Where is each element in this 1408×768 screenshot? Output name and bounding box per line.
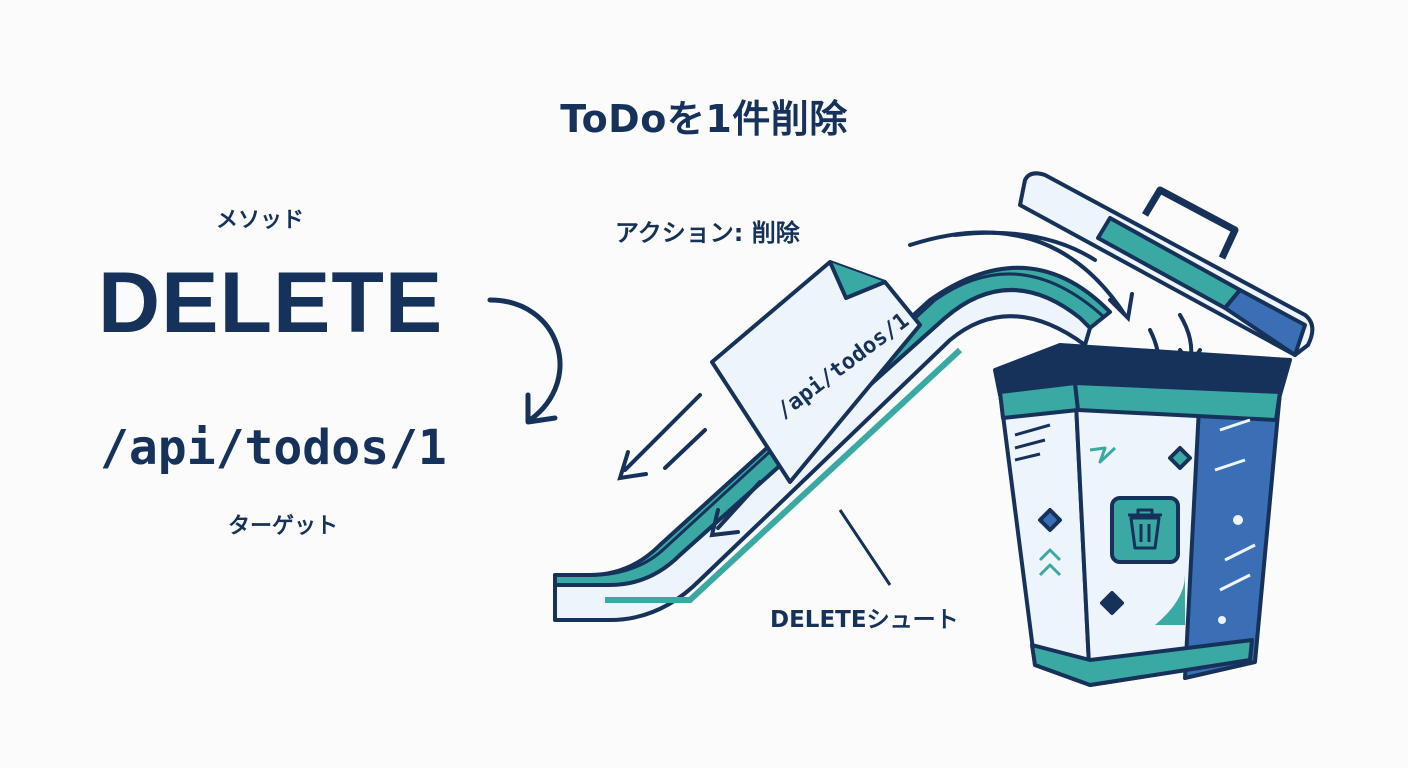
method-label: メソッド [216,208,305,233]
page-title: ToDoを1件削除 [560,97,848,141]
curved-arrow-icon [487,297,563,425]
chute-label: DELETEシュート [770,607,959,633]
method-value: DELETE [98,255,444,351]
chute-callout-line [838,509,892,586]
action-label: アクション: 削除 [615,219,800,247]
target-value: /api/todos/1 [100,420,447,476]
target-label: ターゲット [228,514,339,539]
trash-can-icon [993,171,1315,687]
document-icon [710,260,922,484]
